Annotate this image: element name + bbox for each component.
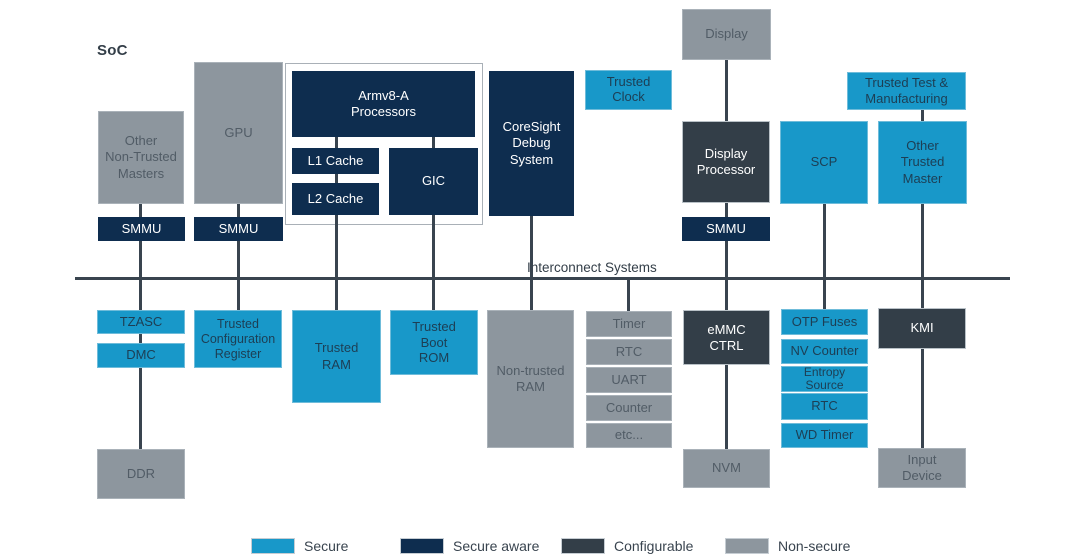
node-kmi: KMI (878, 308, 966, 349)
node-display-processor: Display Processor (682, 121, 770, 203)
node-label: Timer (612, 315, 646, 331)
interconnect-bus-line (75, 277, 1010, 280)
node-label: Other Trusted Master (900, 137, 945, 186)
legend-swatch-non_secure (725, 538, 769, 554)
node-label: GIC (421, 173, 446, 189)
diagram-title: SoC (97, 42, 128, 59)
legend-item-secure: Secure (251, 538, 348, 554)
connector-line (627, 277, 630, 311)
node-label: NV Counter (790, 343, 859, 359)
legend-swatch-secure_aware (400, 538, 444, 554)
node-l2-cache: L2 Cache (292, 183, 379, 215)
node-label: Trusted Boot ROM (412, 319, 456, 366)
node-label: etc... (614, 427, 644, 443)
node-label: SCP (810, 154, 838, 170)
node-input-device: Input Device (878, 448, 966, 488)
connector-line (432, 137, 435, 310)
node-rtc-secure: RTC (781, 393, 868, 420)
node-label: Display (705, 26, 748, 42)
node-trusted-ram: Trusted RAM (292, 310, 381, 403)
node-label: L2 Cache (307, 190, 364, 206)
node-non-trusted-ram: Non-trusted RAM (487, 310, 574, 448)
node-label: RTC (615, 343, 643, 359)
legend-label: Secure (304, 538, 349, 554)
node-tzasc: TZASC (97, 310, 185, 334)
node-label: eMMC CTRL (707, 321, 746, 353)
node-dmc: DMC (97, 343, 185, 368)
node-trusted-boot-rom: Trusted Boot ROM (390, 310, 478, 375)
legend-label: Non-secure (778, 538, 851, 554)
connector-line (335, 137, 338, 310)
node-wd-timer: WD Timer (781, 423, 868, 448)
node-label: Armv8-A Processors (350, 87, 417, 119)
node-coresight-debug-system: CoreSight Debug System (489, 71, 574, 216)
node-trusted-configuration-register: Trusted Configuration Register (194, 310, 282, 368)
legend-label: Secure aware (453, 538, 540, 554)
node-label: SMMU (218, 220, 259, 236)
node-label: Trusted Configuration Register (200, 316, 276, 361)
legend-item-configurable: Configurable (561, 538, 693, 554)
node-label: Entropy Source (803, 365, 846, 392)
node-other-non-trusted-masters: Other Non-Trusted Masters (98, 111, 184, 204)
node-label: GPU (224, 124, 253, 140)
node-smmu-gpu: SMMU (194, 217, 283, 241)
node-gic: GIC (389, 148, 478, 215)
node-label: Display Processor (696, 145, 756, 177)
node-label: Non-trusted RAM (496, 362, 565, 394)
legend-swatch-configurable (561, 538, 605, 554)
node-label: WD Timer (795, 427, 854, 443)
node-label: SMMU (121, 220, 162, 236)
node-nv-counter: NV Counter (781, 339, 868, 364)
legend-item-secure_aware: Secure aware (400, 538, 539, 554)
node-label: Other Non-Trusted Masters (105, 132, 177, 181)
node-otp-fuses: OTP Fuses (781, 309, 868, 335)
node-display: Display (682, 9, 771, 60)
legend-label: Configurable (614, 538, 694, 554)
node-label: TZASC (119, 313, 163, 329)
node-ddr: DDR (97, 449, 185, 499)
connector-line (725, 60, 728, 449)
legend-item-non_secure: Non-secure (725, 538, 850, 554)
node-etc: etc... (586, 423, 672, 448)
node-label: UART (611, 371, 647, 387)
node-armv8-processors: Armv8-A Processors (292, 71, 475, 137)
interconnect-label: Interconnect Systems (527, 260, 657, 275)
node-l1-cache: L1 Cache (292, 148, 379, 174)
connector-line (530, 216, 533, 310)
node-smmu-display: SMMU (682, 217, 770, 241)
legend-swatch-secure (251, 538, 295, 554)
node-label: Trusted Clock (606, 74, 651, 104)
node-nvm: NVM (683, 449, 770, 488)
node-counter: Counter (586, 395, 672, 421)
node-label: CoreSight Debug System (502, 118, 561, 167)
connector-line (237, 204, 240, 310)
connector-line (823, 204, 826, 309)
node-label: Trusted Test & Manufacturing (864, 75, 949, 106)
node-timer: Timer (586, 311, 672, 337)
node-rtc-peripheral: RTC (586, 339, 672, 365)
node-trusted-test-manufacturing: Trusted Test & Manufacturing (847, 72, 966, 110)
node-label: Input Device (902, 452, 942, 483)
node-entropy-source: Entropy Source (781, 366, 868, 392)
node-label: KMI (910, 320, 934, 336)
node-emmc-ctrl: eMMC CTRL (683, 310, 770, 365)
node-trusted-clock: Trusted Clock (585, 70, 672, 110)
node-label: SMMU (706, 220, 746, 236)
node-label: Counter (605, 399, 653, 415)
node-label: L1 Cache (307, 152, 364, 168)
node-label: OTP Fuses (791, 313, 858, 329)
node-other-trusted-master: Other Trusted Master (878, 121, 967, 204)
node-scp: SCP (780, 121, 868, 204)
node-label: DDR (126, 465, 156, 481)
node-uart: UART (586, 367, 672, 393)
node-smmu-masters: SMMU (98, 217, 185, 241)
node-label: NVM (712, 460, 741, 476)
connector-line (921, 110, 924, 448)
node-gpu: GPU (194, 62, 283, 204)
node-label: RTC (811, 398, 838, 414)
node-label: DMC (126, 347, 156, 363)
node-label: Trusted RAM (314, 340, 359, 372)
